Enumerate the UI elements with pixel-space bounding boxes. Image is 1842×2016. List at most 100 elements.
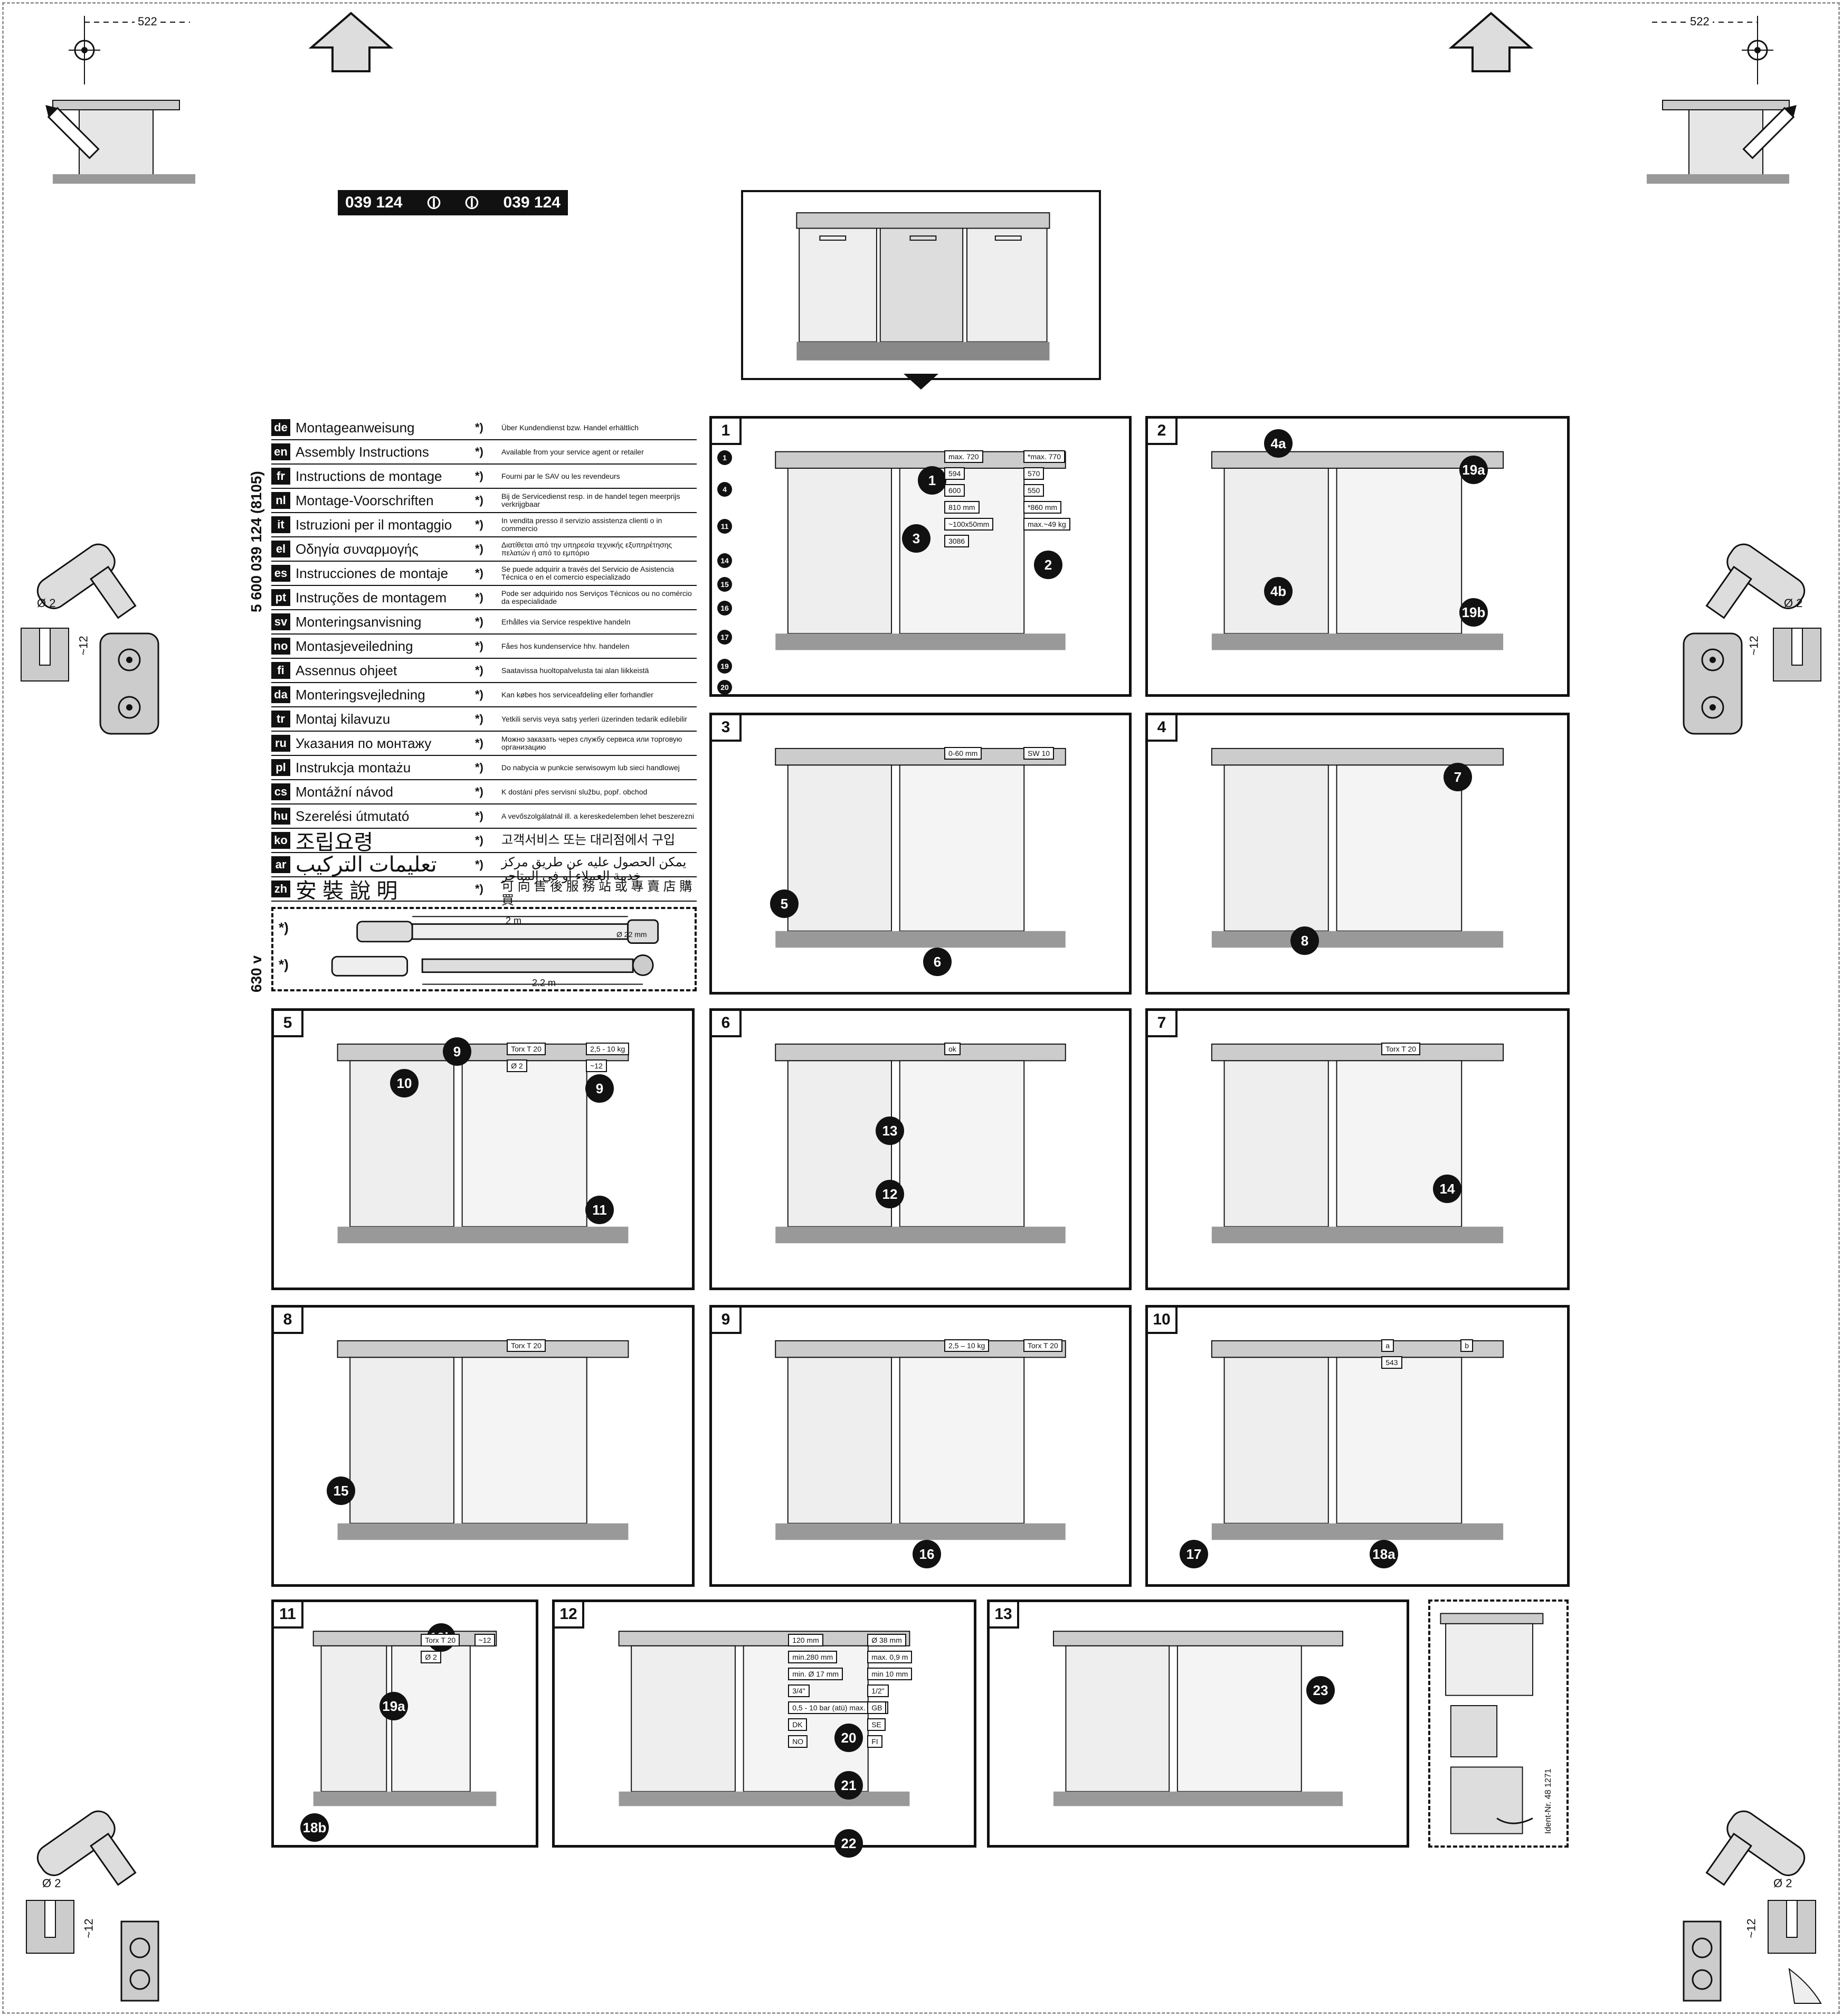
drill-diameter-bottom-left: Ø 2 <box>42 1877 61 1890</box>
hose-length-1: 2 m <box>506 915 522 926</box>
dimension-label: 0-60 mm <box>944 747 982 760</box>
hose-extension-box: *) *) 2 m 2.2 m Ø 22 mm <box>271 907 697 991</box>
language-code: en <box>271 443 290 460</box>
callout-badge: 1 <box>918 466 946 495</box>
corner-dim-top-right: 522 <box>1687 15 1713 29</box>
language-code: ru <box>271 735 290 752</box>
step-number: 12 <box>555 1602 584 1629</box>
callout-badge: 2 <box>1034 551 1062 579</box>
language-title: Assennus ohjeet <box>296 662 397 678</box>
language-title: Montaj kilavuzu <box>296 711 391 727</box>
language-title: تعليمات التركيب <box>296 853 437 876</box>
part-badge: 19 <box>717 659 732 674</box>
language-note: K dostání přes servisní službu, popř. ob… <box>501 787 648 796</box>
language-title: Montageanweisung <box>296 419 415 436</box>
language-note: Fourni par le SAV ou les revendeurs <box>501 471 620 480</box>
dimension-label: ~12 <box>586 1059 607 1072</box>
language-note: 고객서비스 또는 대리점에서 구입 <box>501 833 676 847</box>
dimension-label: Torx T 20 <box>421 1634 460 1646</box>
corner-dim-top-left: 522 <box>135 15 160 29</box>
language-code: fi <box>271 662 290 679</box>
step-number: 6 <box>712 1011 742 1037</box>
part-badge: 11 <box>717 519 732 534</box>
callout-badge: 9 <box>585 1074 614 1103</box>
star-mark: *) <box>475 736 483 750</box>
hose-diameter: Ø 22 mm <box>616 930 647 939</box>
step-number: 7 <box>1148 1011 1178 1037</box>
detail-dashed-panel: Ident-Nr. 48 1271 <box>1428 1599 1569 1848</box>
step-illustration <box>775 451 1066 650</box>
callout-badge: 19a <box>379 1692 408 1720</box>
callout-badge: 15 <box>327 1476 355 1505</box>
callout-badge: 21 <box>834 1771 863 1800</box>
voltage-label: 630 v <box>248 955 264 992</box>
language-title: Οδηγία συναρμογής <box>296 541 419 557</box>
step-illustration <box>1211 1340 1504 1540</box>
down-triangle-icon <box>904 374 938 390</box>
language-title: Istruzioni per il montaggio <box>296 516 452 533</box>
star-mark: *) <box>475 542 483 555</box>
cable-tie-icon: ⦶ <box>465 192 479 213</box>
language-note: Über Kundendienst bzw. Handel erhältlich <box>501 423 639 432</box>
drill-depth-right: ~12 <box>1747 636 1761 656</box>
cable-tie-icon: ⦶ <box>427 192 441 213</box>
step-illustration <box>337 1340 629 1540</box>
language-code: sv <box>271 613 290 630</box>
callout-badge: 4a <box>1264 429 1293 458</box>
dimension-label: *860 mm <box>1023 501 1062 514</box>
step-illustration <box>312 1631 497 1806</box>
dimension-label: 1/2" <box>867 1684 889 1697</box>
drill-illustration-bottom-left <box>16 1795 174 2006</box>
star-mark: *) <box>475 639 483 652</box>
star-mark: *) <box>279 920 289 935</box>
dimension-label: 600 <box>944 484 965 497</box>
language-code: pt <box>271 589 290 606</box>
language-code: el <box>271 541 290 557</box>
dimension-label: *max. 770 <box>1023 450 1066 463</box>
callout-badge: 4b <box>1264 577 1293 605</box>
step-number: 1 <box>712 419 742 445</box>
language-title: Montážní návod <box>296 783 394 800</box>
callout-badge: 11 <box>585 1196 614 1224</box>
language-title: Указания по монтажу <box>296 735 432 751</box>
ident-number: Ident-Nr. 48 1271 <box>1544 1768 1553 1834</box>
dimension-label: GB <box>867 1701 887 1714</box>
dimension-label: Torx T 20 <box>1023 1339 1062 1352</box>
callout-badge: 6 <box>923 948 952 976</box>
language-title: 조립요령 <box>296 831 374 854</box>
star-mark: *) <box>475 785 483 798</box>
callout-badge: 14 <box>1433 1175 1461 1203</box>
language-code: ko <box>271 832 290 849</box>
drill-diameter-left: Ø 2 <box>37 597 56 610</box>
step-illustration <box>1211 1043 1504 1244</box>
star-mark: *) <box>475 761 483 774</box>
language-note: Можно заказать через службу сервиса или … <box>501 735 682 751</box>
step-illustration <box>618 1631 910 1806</box>
corner-top-right <box>1641 11 1810 185</box>
star-mark: *) <box>475 712 483 725</box>
language-title: Instruções de montagem <box>296 589 447 605</box>
language-title: Monteringsvejledning <box>296 686 425 703</box>
language-code: it <box>271 516 290 533</box>
callout-badge: 16 <box>913 1540 941 1568</box>
callout-badge: 18b <box>300 1813 329 1842</box>
language-note: Saatavissa huoltopalvelusta tai alan lii… <box>501 666 649 675</box>
up-arrow-icon <box>308 12 394 72</box>
hero-cabinet-illustration <box>741 190 1101 380</box>
step-illustration <box>1211 747 1504 948</box>
star-mark: *) <box>475 858 483 871</box>
callout-badge: 20 <box>834 1724 863 1752</box>
step-illustration <box>1052 1631 1344 1806</box>
